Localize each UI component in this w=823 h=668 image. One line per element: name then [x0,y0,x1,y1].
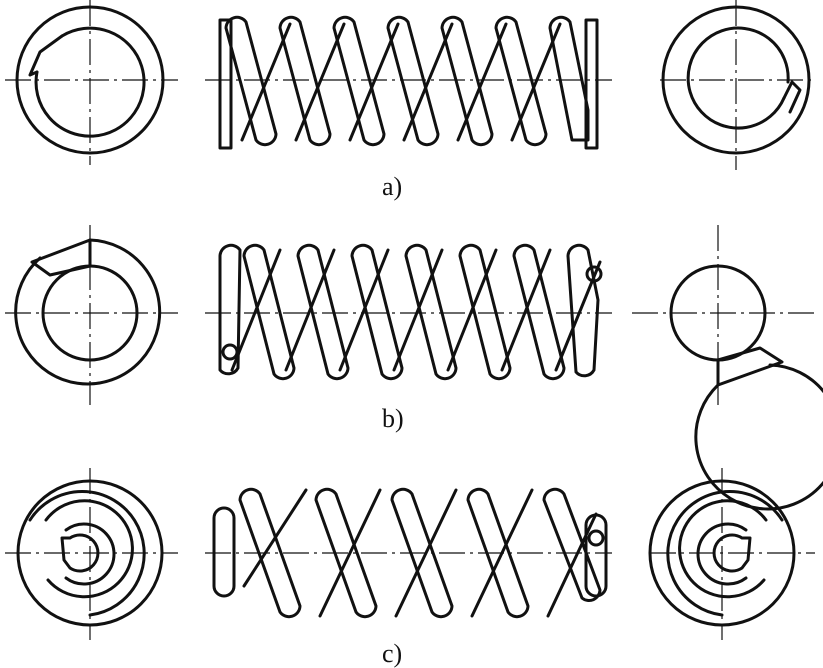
caption-c: c) [382,639,402,668]
coil-1 [224,15,278,147]
inner-coil-arc [686,26,790,130]
row-a-right-end-view [660,0,815,170]
coil-end-cut [28,34,64,77]
spiral-coil-1 [28,490,146,617]
spiral-coil-3 [64,522,116,586]
end-coil-right [584,513,608,598]
front-coils [224,15,590,147]
front-coils [238,487,602,619]
coil-5 [458,243,512,381]
back-coils [242,488,598,618]
ground-end-right [584,18,599,150]
outer-coil-circle [661,5,811,155]
coil-7 [548,15,590,142]
row-b-left-end-view [5,225,178,405]
coil-1 [238,487,302,619]
coil-2 [314,487,378,619]
inner-coil-arc [34,26,146,138]
coil-6 [512,243,566,381]
coil-4 [404,243,458,381]
spiral-coil-3 [696,522,748,586]
caption-a: a) [382,172,402,201]
end-coil-left [212,506,236,598]
row-c: c) [5,468,815,668]
row-b-right-end-view [632,225,823,511]
coil-6 [494,15,548,147]
coil-1 [242,243,296,381]
row-c-left-end-view [5,468,178,640]
wire-section-left [221,343,239,361]
coil-3 [390,487,454,619]
outer-coil-arc [694,363,823,511]
coil-3 [350,243,404,381]
back-coils [230,248,602,372]
end-coil-right [566,243,600,378]
spiral-coil-1 [666,490,784,617]
caption-b: b) [382,404,404,433]
row-a-left-end-view [5,0,178,165]
row-a-spring-side-view [205,15,612,150]
spiral-coil-4 [60,533,100,573]
coil-3 [332,15,386,147]
coil-5 [542,487,602,603]
wire-section-right [585,265,603,283]
outer-coil-circle [16,479,164,627]
row-c-right-end-view [648,468,815,640]
coil-end-cut [30,238,92,277]
outer-coil-circle [15,5,165,155]
coil-4 [386,15,440,147]
outer-coil-circle [648,479,796,627]
spiral-coil-4 [712,533,752,573]
spiral-coil-2 [678,499,768,599]
front-coils [218,243,600,381]
row-b: b) [5,225,823,511]
spiral-coil-2 [44,499,134,599]
end-coil-left [218,243,242,376]
row-a: a) [5,0,815,201]
coil-2 [296,243,350,381]
coil-end-cut [716,346,784,387]
outer-coil-arc [14,238,162,386]
ground-end-left [218,18,233,150]
wire-section-right [587,529,605,547]
coil-end-cut [782,80,802,114]
coil-4 [466,487,530,619]
coil-5 [440,15,494,147]
row-b-spring-side-view [205,243,612,381]
coil-2 [278,15,332,147]
row-c-spring-side-view [205,487,612,619]
